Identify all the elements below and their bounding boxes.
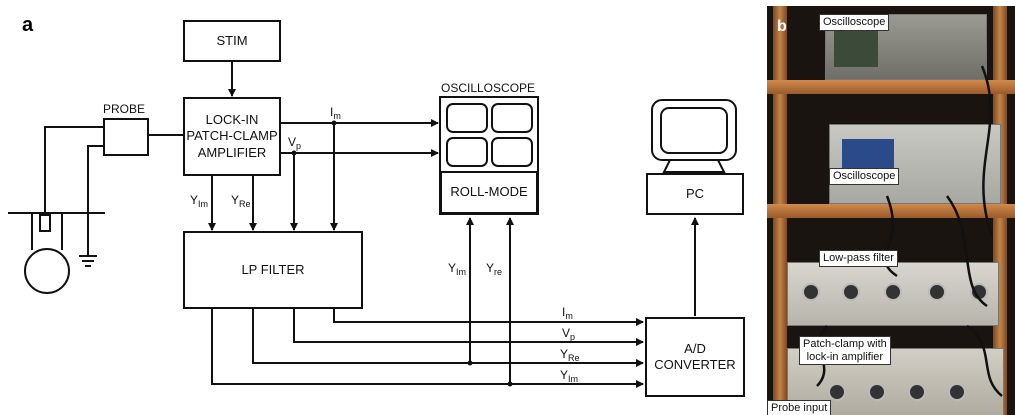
lp-vp-out xyxy=(294,308,643,342)
tag-oscilloscope-1: Oscilloscope xyxy=(819,14,889,31)
junction-dot xyxy=(292,151,297,156)
junction-dot xyxy=(468,361,473,366)
yim-label-lockin: YIm xyxy=(190,194,208,209)
lp-yim-out xyxy=(212,308,643,384)
im-label-top: Im xyxy=(330,106,341,121)
probe-ground-wire xyxy=(88,146,103,255)
roll-mode-label: ROLL-MODE xyxy=(450,184,527,200)
vp-label-adc: Vp xyxy=(562,327,575,342)
lp-filter-label: LP FILTER xyxy=(241,262,304,278)
scope-screen-4 xyxy=(492,138,532,166)
scope-screen-3 xyxy=(447,138,487,166)
roll-mode-block: ROLL-MODE xyxy=(440,172,538,214)
yre-label-lockin: YRe xyxy=(231,194,251,209)
vp-label-top: Vp xyxy=(288,136,301,151)
oscilloscope-label: OSCILLOSCOPE xyxy=(441,82,535,94)
adc-block: A/D CONVERTER xyxy=(645,317,745,397)
tag-patch-clamp: Patch-clamp with lock-in amplifier xyxy=(799,336,891,365)
tag-probe-input: Probe input xyxy=(767,400,831,415)
scope-screen-2 xyxy=(492,104,532,132)
junction-dot xyxy=(508,382,513,387)
scope-screen-1 xyxy=(447,104,487,132)
yim-label-adc: YIm xyxy=(560,369,578,384)
stim-label: STIM xyxy=(216,33,247,49)
pc-block: PC xyxy=(646,173,744,215)
tag-patch-clamp-line2: lock-in amplifier xyxy=(803,351,887,364)
pc-monitor-stand xyxy=(664,160,724,172)
lockin-amplifier-block: LOCK-IN PATCH-CLAMP AMPLIFIER xyxy=(183,97,281,176)
tag-low-pass-filter: Low-pass filter xyxy=(819,250,898,267)
pc-label: PC xyxy=(686,186,704,202)
electrode-element xyxy=(40,215,50,231)
junction-dot xyxy=(332,121,337,126)
yim-label-rollmode: YIm xyxy=(448,262,466,277)
pc-monitor-screen xyxy=(661,108,727,153)
lockin-label-line3: AMPLIFIER xyxy=(198,145,267,161)
stim-block: STIM xyxy=(183,20,281,62)
panel-letter-b: b xyxy=(777,18,787,36)
lp-yre-out xyxy=(253,308,643,363)
yre-label-rollmode: Yre xyxy=(486,262,502,277)
lp-im-out xyxy=(334,308,643,322)
lp-filter-block: LP FILTER xyxy=(183,231,363,309)
probe-label: PROBE xyxy=(103,103,145,115)
tag-patch-clamp-line1: Patch-clamp with xyxy=(803,338,887,351)
adc-label-line2: CONVERTER xyxy=(654,357,735,373)
lockin-label-line2: PATCH-CLAMP xyxy=(186,128,277,144)
im-label-adc: Im xyxy=(562,306,573,321)
cell-bulb xyxy=(25,249,69,293)
equipment-rack-photo: b Oscilloscope Oscilloscope Low-pass fil… xyxy=(767,6,1015,415)
panel-letter-a: a xyxy=(22,14,33,37)
lockin-label-line1: LOCK-IN xyxy=(206,112,259,128)
tag-oscilloscope-2: Oscilloscope xyxy=(829,168,899,185)
adc-label-line1: A/D xyxy=(684,341,706,357)
probe-to-electrode-wire xyxy=(45,127,103,213)
probe-block xyxy=(103,118,149,156)
yre-label-adc: YRe xyxy=(560,348,580,363)
